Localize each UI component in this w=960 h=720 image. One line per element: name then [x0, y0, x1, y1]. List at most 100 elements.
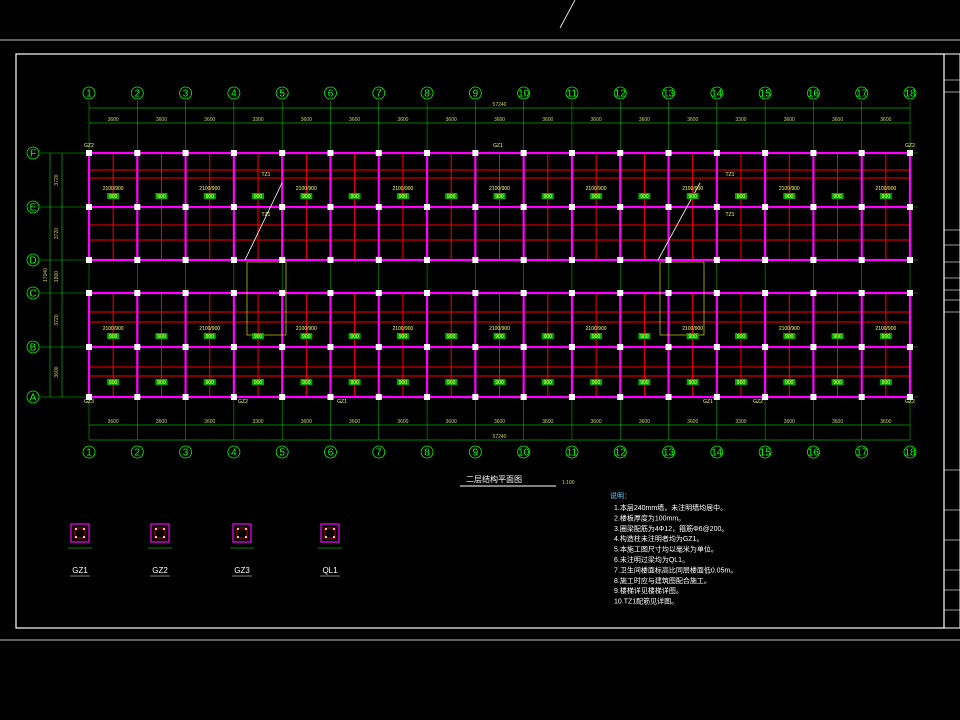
- column: [907, 344, 913, 350]
- column: [810, 394, 817, 400]
- column: [520, 344, 527, 350]
- column: [762, 344, 769, 350]
- window-tag-bg: [493, 333, 506, 339]
- axis-number: 14: [711, 448, 723, 459]
- window-tag-bg: [831, 333, 844, 339]
- window-tag-bg: [638, 193, 651, 199]
- dim-value: 3600: [880, 117, 891, 123]
- column: [472, 290, 479, 296]
- axis-bubble: [130, 86, 144, 100]
- window-tag: 900: [206, 334, 215, 340]
- column: [713, 394, 720, 400]
- column: [86, 257, 92, 263]
- column: [762, 150, 769, 156]
- notes-heading: 说明：: [610, 491, 631, 500]
- opening-tag: 2100/900: [199, 326, 220, 332]
- column: [472, 204, 479, 210]
- dim-value: 3600: [301, 117, 312, 123]
- dim-value: 3600: [397, 419, 408, 425]
- tz-tag: TZ1: [262, 212, 271, 218]
- dim-value: 3600: [349, 117, 360, 123]
- detail-rebar: [155, 536, 157, 538]
- opening-tag: 2100/900: [392, 186, 413, 192]
- tz-tag: TZ1: [726, 172, 735, 178]
- column: [568, 394, 575, 400]
- axis-number: 5: [279, 448, 285, 459]
- column: [375, 394, 382, 400]
- detail-rebar: [325, 528, 327, 530]
- tz-tag: TZ1: [262, 172, 271, 178]
- column: [86, 290, 92, 296]
- window-tag-bg: [638, 379, 651, 385]
- axis-bubble: [227, 86, 241, 100]
- window-tag-bg: [831, 193, 844, 199]
- axis-letter: A: [30, 393, 37, 404]
- axis-letter: C: [29, 289, 36, 300]
- axis-bubble: [26, 253, 40, 267]
- window-tag: 900: [302, 380, 311, 386]
- axis-letter: B: [30, 343, 37, 354]
- column: [907, 394, 913, 400]
- detail-label: QL1: [322, 566, 338, 575]
- column: [279, 150, 286, 156]
- axis-number: 15: [760, 448, 772, 459]
- title-block-lines: [944, 79, 960, 611]
- column: [810, 204, 817, 210]
- window-tag: 900: [447, 334, 456, 340]
- dim-value: 3600: [639, 117, 650, 123]
- opening-tag: 2100/900: [103, 186, 124, 192]
- column: [568, 150, 575, 156]
- axis-bubble: [807, 86, 820, 100]
- axis-letter: E: [30, 203, 37, 214]
- window-tag-bg: [396, 379, 409, 385]
- column-tag: GZ2: [84, 143, 94, 149]
- column-tag: GZ2: [905, 399, 915, 405]
- column: [858, 204, 865, 210]
- column: [810, 150, 817, 156]
- window-tag-bg: [541, 379, 554, 385]
- window-tag: 900: [350, 194, 359, 200]
- axis-number: 7: [376, 448, 382, 459]
- note-item: 2.楼板厚度为100mm。: [614, 513, 685, 522]
- axis-bubble: [324, 445, 337, 459]
- axis-number: 16: [808, 89, 820, 100]
- dim-value: 3600: [542, 419, 553, 425]
- window-tag: 900: [737, 334, 746, 340]
- axis-bubble: [517, 86, 531, 100]
- column: [810, 290, 817, 296]
- window-tag: 900: [882, 334, 891, 340]
- opening-tag: 2100/900: [682, 186, 703, 192]
- window-tag: 900: [157, 334, 166, 340]
- window-tag: 900: [109, 194, 118, 200]
- dim-value: 3600: [301, 419, 312, 425]
- column: [134, 394, 141, 400]
- column: [279, 344, 286, 350]
- axis-bubble: [710, 445, 724, 459]
- axis-number: 6: [328, 89, 334, 100]
- column: [568, 290, 575, 296]
- detail-rebar: [245, 536, 247, 538]
- column: [279, 204, 286, 210]
- opening-tag: 2100/900: [682, 326, 703, 332]
- column: [472, 344, 479, 350]
- column: [424, 290, 431, 296]
- dim-value: 3600: [156, 419, 167, 425]
- dim-value: 3600: [542, 117, 553, 123]
- window-tag-bg: [879, 193, 892, 199]
- column: [230, 394, 237, 400]
- window-tag: 900: [109, 380, 118, 386]
- column: [617, 394, 624, 400]
- column: [665, 257, 672, 263]
- dim-value: 3600: [204, 419, 215, 425]
- window-tag: 900: [640, 334, 649, 340]
- dim-value: 3600: [204, 117, 215, 123]
- column: [279, 394, 286, 400]
- dim-value: 3600: [784, 419, 795, 425]
- column: [375, 204, 382, 210]
- dim-value: 3300: [735, 419, 746, 425]
- dim-value: 3720: [54, 228, 60, 239]
- note-item: 9.楼梯详见楼梯详图。: [614, 586, 683, 595]
- axis-bubble: [903, 445, 917, 459]
- window-tag-bg: [734, 193, 747, 199]
- column: [810, 257, 817, 263]
